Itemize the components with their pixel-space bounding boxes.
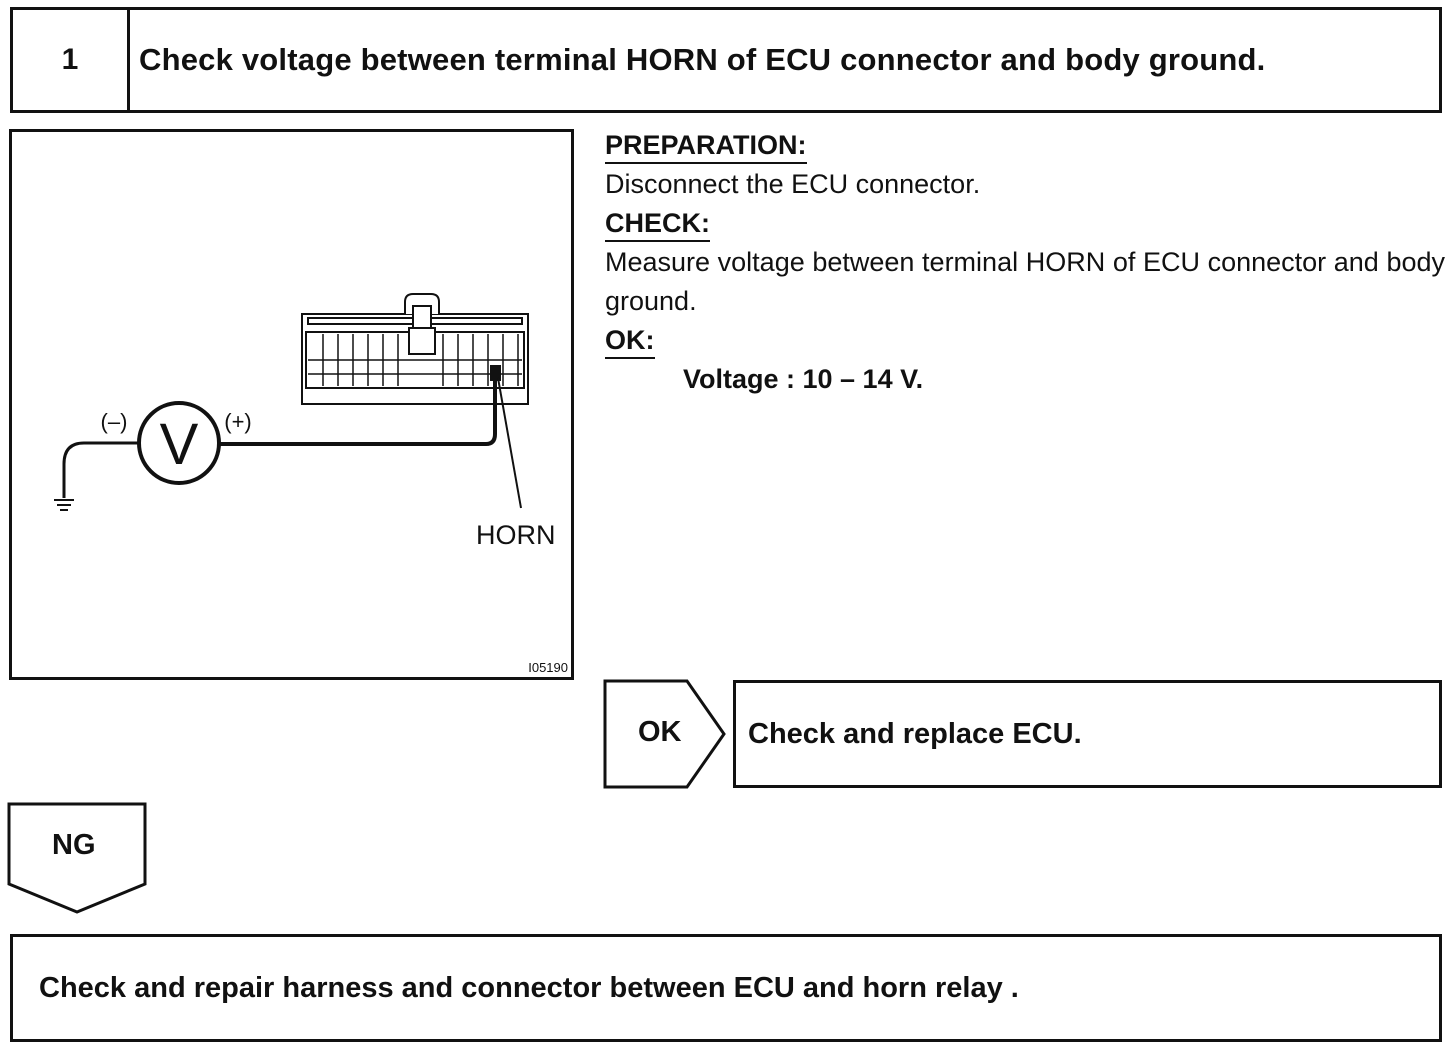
ok-action-text: Check and replace ECU. <box>748 717 1082 750</box>
negative-probe-wire <box>62 441 139 498</box>
ok-spec: Voltage : 10 – 14 V. <box>683 364 924 394</box>
voltmeter-icon: V <box>137 401 221 485</box>
ok-heading: OK: <box>605 323 655 359</box>
plus-label: (+) <box>224 409 252 434</box>
horn-leader-line <box>497 377 522 509</box>
ng-arrow-icon <box>7 802 147 914</box>
ecu-connector-icon <box>301 293 529 405</box>
horn-terminal-label: HORN <box>476 520 556 550</box>
instructions: PREPARATION: Disconnect the ECU connecto… <box>605 126 1445 399</box>
preparation-text: Disconnect the ECU connector. <box>605 169 981 199</box>
check-heading: CHECK: <box>605 206 710 242</box>
step-title: Check voltage between terminal HORN of E… <box>139 42 1266 77</box>
ng-action-text: Check and repair harness and connector b… <box>39 971 1019 1004</box>
wiring-figure: V (–) (+) HORN I05190 <box>9 129 574 680</box>
step-header: 1 Check voltage between terminal HORN of… <box>10 7 1442 113</box>
figure-id: I05190 <box>528 660 568 675</box>
step-number: 1 <box>13 10 130 110</box>
ground-symbol-icon <box>54 499 74 511</box>
preparation-heading: PREPARATION: <box>605 128 807 164</box>
ok-label: OK <box>638 716 682 748</box>
minus-label: (–) <box>101 409 128 434</box>
meter-symbol: V <box>160 412 199 477</box>
check-text: Measure voltage between terminal HORN of… <box>605 247 1445 316</box>
positive-probe-wire <box>219 376 497 446</box>
ng-action-box: Check and repair harness and connector b… <box>10 934 1442 1042</box>
voltmeter-connector-diagram: V (–) (+) HORN I05190 <box>54 293 568 675</box>
ok-action-box: Check and replace ECU. <box>733 680 1442 788</box>
ok-arrow-icon <box>603 679 726 789</box>
ng-label: NG <box>52 829 96 861</box>
